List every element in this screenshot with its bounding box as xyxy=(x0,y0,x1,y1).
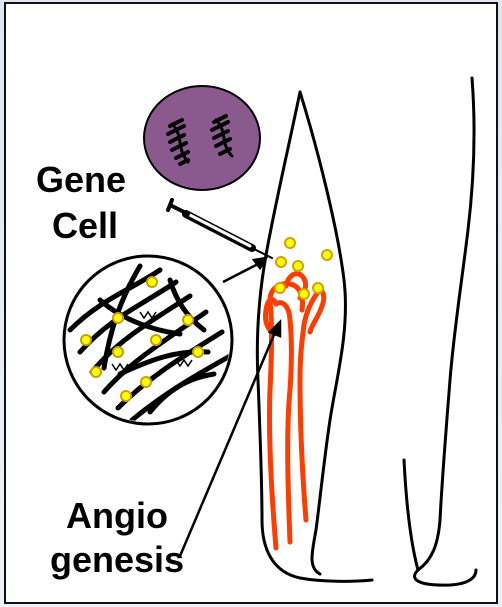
cell-body xyxy=(144,86,260,190)
gene-dot xyxy=(299,289,309,299)
syringe-plunger xyxy=(172,206,188,214)
gene-dot xyxy=(183,315,193,325)
gene-dot xyxy=(285,238,295,248)
gene-dot xyxy=(313,283,323,293)
syringe-icon xyxy=(168,200,272,258)
syringe-cap xyxy=(168,200,172,210)
gene-dot xyxy=(81,335,91,345)
gene-dot xyxy=(113,347,123,357)
injection-site-dots xyxy=(275,238,332,299)
magnified-tissue-icon xyxy=(64,256,232,424)
gene-dot xyxy=(91,367,101,377)
gene-dot xyxy=(293,261,303,271)
syringe-needle xyxy=(252,248,272,258)
gene-dot xyxy=(322,250,332,260)
second-leg-contour xyxy=(415,78,476,585)
gene-dot xyxy=(121,391,131,401)
label-genesis: genesis xyxy=(50,540,184,580)
gene-dot xyxy=(276,257,286,267)
gene-dot xyxy=(113,313,123,323)
blood-vessels xyxy=(265,274,323,548)
gene-dot xyxy=(147,277,157,287)
inner-thigh-contour xyxy=(404,460,418,570)
gene-dot xyxy=(151,335,161,345)
gene-dot xyxy=(275,283,285,293)
magnify-line-top xyxy=(223,262,262,282)
label-gene: Gene xyxy=(36,160,126,200)
label-angio: Angio xyxy=(66,496,168,536)
vessel-second xyxy=(276,303,292,542)
syringe-barrel-inner xyxy=(188,214,250,246)
label-cell: Cell xyxy=(52,206,118,246)
gene-dot xyxy=(141,377,151,387)
gene-dot xyxy=(193,347,203,357)
cell-nucleus-icon xyxy=(144,86,260,190)
